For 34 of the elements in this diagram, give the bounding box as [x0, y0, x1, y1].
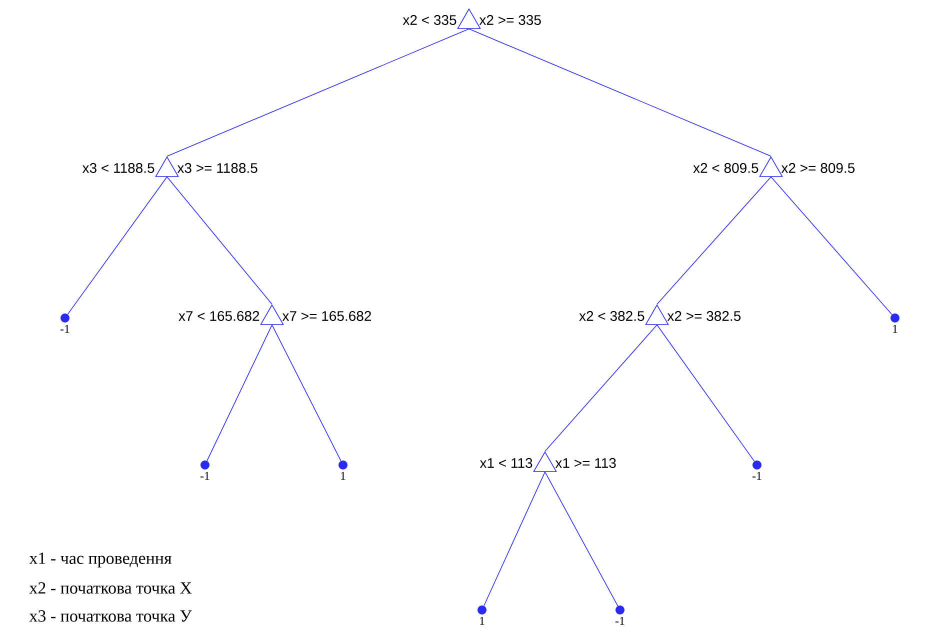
branch-line — [67, 176, 168, 315]
branch-line — [656, 324, 755, 462]
branch-line — [544, 472, 618, 606]
leaf-label: 1 — [480, 616, 484, 625]
split-label: x2 >= 335 — [479, 15, 541, 25]
branch-line — [656, 176, 772, 305]
branch-line — [272, 324, 342, 462]
leaf-label: -1 — [752, 472, 762, 480]
branch-line — [484, 472, 546, 606]
legend-text: x1 - час проведення — [29, 552, 172, 568]
legend-text: x2 - початкова точка X — [29, 582, 192, 594]
branch-line — [166, 176, 272, 305]
split-label: x2 < 335 — [402, 15, 456, 25]
split-label: x3 >= 1188.5 — [177, 163, 258, 173]
legend-text: x3 - початкова точка У — [29, 610, 192, 622]
split-label: x7 >= 165.682 — [282, 311, 371, 321]
leaf-label: -1 — [60, 324, 70, 333]
branch-line — [166, 28, 470, 157]
split-label: x2 < 809.5 — [693, 163, 758, 173]
leaf-label: 1 — [341, 472, 346, 480]
split-label: x2 >= 809.5 — [781, 163, 855, 173]
branch-line — [206, 324, 272, 462]
split-label: x1 < 113 — [480, 458, 532, 468]
branch-line — [468, 28, 772, 157]
leaf-label: -1 — [200, 472, 210, 480]
branch-line — [544, 324, 658, 452]
leaf-label: -1 — [615, 616, 624, 625]
split-label: x3 < 1188.5 — [82, 163, 154, 173]
branch-line — [770, 176, 892, 315]
split-label: x7 < 165.682 — [178, 311, 260, 321]
leaf-label: 1 — [893, 324, 898, 333]
split-label: x1 >= 113 — [555, 458, 616, 468]
split-label: x2 >= 382.5 — [667, 311, 741, 321]
split-label: x2 < 382.5 — [579, 311, 644, 321]
